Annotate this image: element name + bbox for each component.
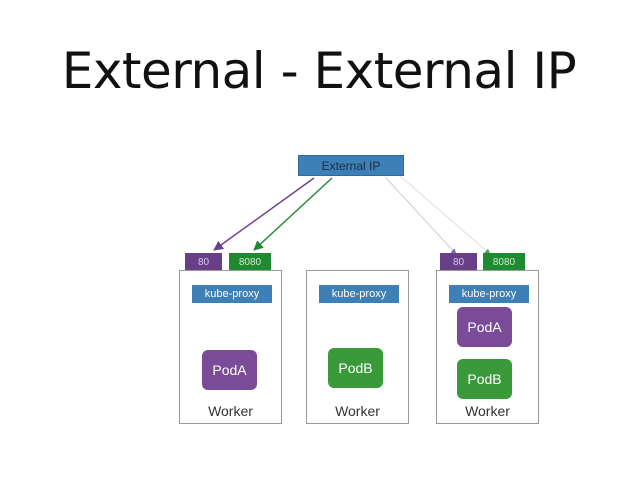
pod-b: PodB [328,348,383,388]
pod-b: PodB [457,359,512,399]
arrow-to-worker3-port80 [385,177,457,255]
pod-a: PodA [202,350,257,390]
pod-a: PodA [457,307,512,347]
worker3-port-80: 80 [440,253,477,271]
worker3-port-8080: 8080 [483,253,525,271]
worker-node-3: kube-proxy PodA PodB Worker [436,270,539,424]
kube-proxy: kube-proxy [192,285,272,303]
arrow-to-worker3-port8080 [399,175,491,255]
worker1-port-80: 80 [185,253,222,271]
arrow-to-worker1-port8080 [253,177,333,251]
kube-proxy: kube-proxy [449,285,529,303]
worker-node-1: kube-proxy PodA Worker [179,270,282,424]
worker-label: Worker [335,403,380,419]
worker-label: Worker [208,403,253,419]
slide-title: External - External IP [61,42,577,100]
kube-proxy: kube-proxy [319,285,399,303]
external-ip-box: External IP [298,155,404,176]
arrow-to-worker1-port80 [213,177,315,251]
worker1-port-8080: 8080 [229,253,271,271]
worker-node-2: kube-proxy PodB Worker [306,270,409,424]
worker-label: Worker [465,403,510,419]
